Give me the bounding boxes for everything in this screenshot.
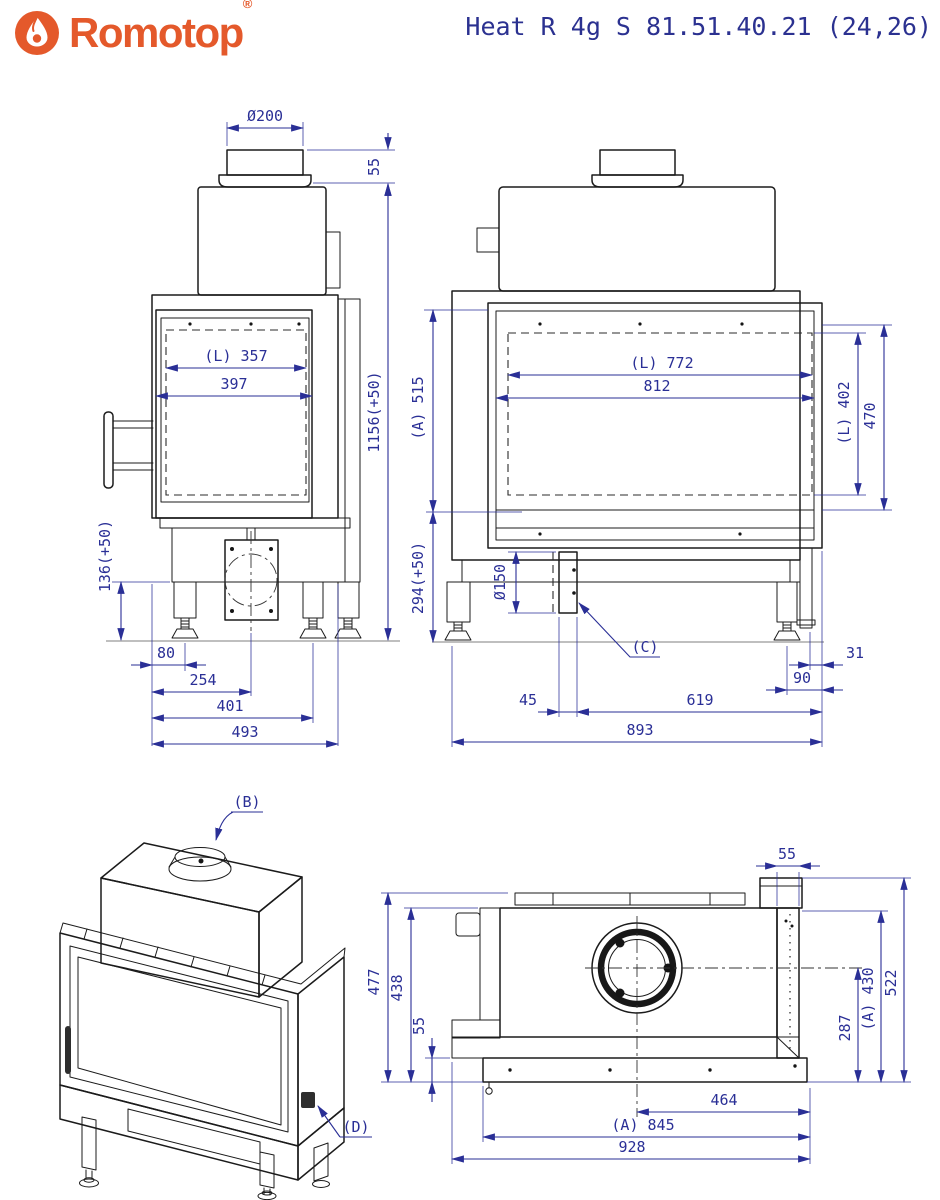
dim-leg-span: 401 [216,697,243,715]
leg [337,581,360,619]
body-outline [499,907,778,1038]
dim-overall-width: 928 [618,1138,645,1156]
dim-body-width-a: (A) 430 [859,967,877,1030]
dim-foot-offset: 90 [793,669,811,687]
dim-flue-center-depth: 287 [836,1014,854,1041]
romotop-logo: Romotop® [14,0,252,56]
dim-flue-diameter: Ø200 [247,107,283,125]
dim-leg-height: 136(+50) [96,520,114,592]
corner-post [759,877,803,909]
dim-base-plate-height: 55 [410,1017,428,1035]
dim-door-width: 812 [643,377,670,395]
dim-body-height: (A) 515 [409,376,427,439]
dim-glass-width: (L) 772 [630,354,693,372]
dim-depth-total: 522 [882,969,900,996]
leg [302,581,324,619]
flue-collar [599,149,676,176]
dim-duct-center: 254 [189,671,216,689]
ref-air-inlet: (C) [631,638,658,656]
leg [776,581,798,623]
dim-foot-offset: 80 [157,644,175,662]
drawing-title: Heat R 4g S 81.51.40.21 (24,26) [465,12,932,41]
glass-front [59,932,299,1147]
glass-side [297,956,345,1147]
front-view: Ø200 55 1156(+50) (L) 357 397 136(+50) 8… [96,107,400,748]
side-frame [776,907,800,1059]
dim-collar-height: 55 [365,158,383,176]
base-plate [482,1057,808,1083]
ref-flue-outlet: (B) [233,793,260,811]
flue-collar [226,149,304,176]
flue-collar [168,856,232,882]
casing [151,294,339,519]
dim-frame-depth: 55 [778,845,796,863]
dim-door-width: 397 [220,375,247,393]
dim-door-height: 470 [861,402,879,429]
dim-overall-depth: 493 [231,723,258,741]
dim-body-depth: 438 [388,974,406,1001]
door-handle [103,411,114,489]
air-duct [224,539,279,621]
door-frame [155,309,313,519]
dim-overall-width: 893 [626,721,653,739]
dim-flue-center-from-right: 464 [710,1091,737,1109]
leg [173,581,197,619]
dim-duct-to-edge: 619 [686,691,713,709]
glass-outline [507,332,813,496]
flame-icon [15,11,59,55]
door-handle [65,1026,71,1074]
air-duct [558,551,578,614]
dim-duct-offset: 45 [519,691,537,709]
air-inlet-spigot [301,1092,315,1108]
top-view: 55 477 438 55 287 (A) 430 522 464 (A) 84… [365,845,911,1164]
dim-depth-overall: 477 [365,968,383,995]
leg [446,581,471,623]
corner-post [799,547,813,629]
casing [451,290,801,561]
brand-text: Romotop [69,9,244,56]
registered-mark: ® [242,0,253,11]
isometric-view: (B) (D) [59,793,372,1200]
ref-air-inlet: (D) [342,1118,369,1136]
leg [313,1142,329,1182]
dim-base-height: 294(+50) [409,542,427,614]
convection-box [498,186,776,292]
dim-frame-width: (A) 845 [611,1116,674,1134]
dim-glass-height: (L) 402 [835,381,853,444]
dim-edge-offset: 31 [846,644,864,662]
dim-duct-diameter: Ø150 [491,564,509,600]
dim-glass-width: (L) 357 [204,347,267,365]
door-frame [487,302,823,549]
side-view: (L) 772 812 (A) 515 294(+50) (L) 402 470… [409,149,892,747]
dim-overall-height: 1156(+50) [365,371,383,452]
glass-outline [165,329,307,496]
convection-box [197,186,327,296]
